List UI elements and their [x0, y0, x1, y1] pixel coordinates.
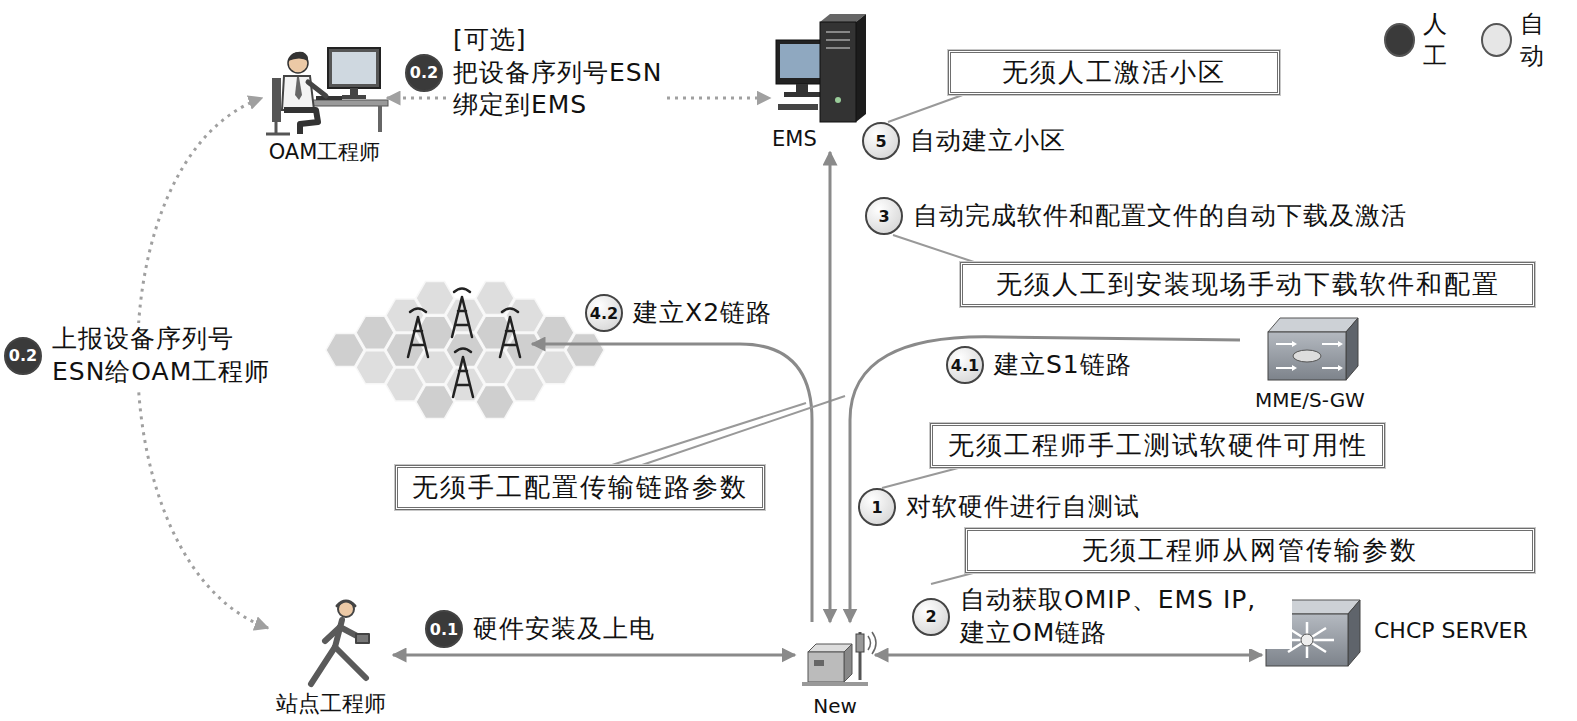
- step-marker: 4.1 建立S1链路: [946, 346, 1134, 384]
- step-text: 建立X2链路: [631, 297, 774, 330]
- step-circle: 2: [912, 598, 950, 636]
- callout-number: 5: [875, 132, 886, 151]
- site-engineer-icon: [311, 601, 369, 684]
- leader-line: [612, 403, 806, 465]
- legend-text: 自动: [1520, 8, 1563, 72]
- step-circle: 3: [865, 197, 903, 235]
- step-marker: 1 对软硬件进行自测试: [858, 488, 1142, 526]
- step-text: 对软硬件进行自测试: [904, 491, 1142, 524]
- step-marker: 0.1 硬件安装及上电: [425, 610, 657, 648]
- step-circle: 0.2: [4, 337, 42, 375]
- icon-label: MME/S-GW: [1240, 388, 1380, 412]
- new-enodeb-icon: [802, 632, 876, 686]
- link-connector: [393, 654, 795, 657]
- cell-towers: [408, 289, 520, 398]
- icon-label: EMS: [772, 127, 817, 152]
- step-marker: 3 自动完成软件和配置文件的自动下载及激活: [865, 197, 1409, 235]
- callout-box: 无须人工激活小区: [948, 50, 1280, 95]
- step-marker: 0.2 [可选]把设备序列号ESN 绑定到EMS: [405, 24, 664, 122]
- legend-entry: 人工: [1384, 8, 1467, 72]
- link-connector: [875, 654, 1262, 657]
- step-circle: 4.1: [946, 346, 984, 384]
- oam-engineer: OAM工程师: [262, 40, 387, 165]
- new-enodeb: New: [795, 622, 875, 718]
- callout-text: 无须工程师手工测试软硬件可用性: [948, 430, 1368, 460]
- oam-engineer-icon: [266, 48, 388, 134]
- callout-number: 4.1: [951, 356, 979, 375]
- ems-server: EMS: [770, 15, 865, 152]
- callout-number: 0.2: [9, 346, 37, 365]
- callout-number: 4.2: [590, 304, 618, 323]
- callout-text: 无须人工到安装现场手动下载软件和配置: [996, 269, 1500, 299]
- mme-sgw: MME/S-GW: [1240, 312, 1380, 412]
- chcp-server: CHCP SERVER: [1262, 590, 1562, 670]
- callout-number: 0.2: [410, 63, 438, 82]
- callout-number: 3: [878, 207, 889, 226]
- legend-swatch: [1384, 23, 1415, 57]
- legend-entry: 自动: [1481, 8, 1564, 72]
- step-marker: 5 自动建立小区: [862, 122, 1068, 160]
- legend: 人工自动: [1384, 8, 1577, 72]
- link-connector: [829, 152, 832, 622]
- leader-line: [893, 235, 974, 262]
- callout-text: 无须人工激活小区: [1002, 57, 1226, 87]
- icon-label: New: [795, 694, 875, 718]
- callout-number: 0.1: [430, 620, 458, 639]
- step-circle: 1: [858, 488, 896, 526]
- callout-box: 无须工程师手工测试软硬件可用性: [930, 423, 1385, 468]
- step-text: 自动完成软件和配置文件的自动下载及激活: [911, 200, 1409, 233]
- legend-swatch: [1481, 23, 1512, 57]
- callout-box: 无须手工配置传输链路参数: [395, 465, 765, 510]
- leader-line: [888, 95, 964, 123]
- callout-number: 2: [925, 607, 936, 626]
- leader-line: [882, 468, 960, 489]
- callout-text: 无须手工配置传输链路参数: [412, 472, 748, 502]
- step-circle: 4.2: [585, 294, 623, 332]
- step-text: 硬件安装及上电: [471, 613, 657, 646]
- leader-line: [642, 396, 845, 465]
- step-circle: 0.2: [405, 54, 443, 92]
- leader-line: [931, 573, 975, 585]
- site-engineer: 站点工程师: [268, 595, 393, 717]
- callout-number: 1: [871, 498, 882, 517]
- step-text: [可选]把设备序列号ESN 绑定到EMS: [451, 24, 664, 122]
- step-circle: 5: [862, 122, 900, 160]
- step-text: 自动获取OMIP、EMS IP, 建立OM链路: [958, 584, 1292, 649]
- callout-box: 无须人工到安装现场手动下载软件和配置: [960, 262, 1535, 307]
- ems-server-icon: [776, 14, 866, 122]
- icon-label: OAM工程师: [262, 140, 387, 165]
- step-text: 建立S1链路: [992, 349, 1134, 382]
- callout-box: 无须工程师从网管传输参数: [965, 528, 1535, 573]
- step-text: 上报设备序列号 ESN给OAM工程师: [50, 323, 272, 388]
- step-text: 自动建立小区: [908, 125, 1068, 158]
- step-marker: 0.2 上报设备序列号 ESN给OAM工程师: [4, 323, 272, 388]
- link-connector: [850, 337, 1240, 622]
- mme-sgw-icon: [1268, 318, 1358, 380]
- callout-text: 无须工程师从网管传输参数: [1082, 535, 1418, 565]
- step-marker: 4.2 建立X2链路: [585, 294, 774, 332]
- legend-text: 人工: [1423, 8, 1466, 72]
- icon-label: CHCP SERVER: [1374, 618, 1528, 644]
- icon-label: 站点工程师: [268, 691, 393, 717]
- cell-hexagons: [326, 282, 604, 419]
- step-marker: 2 自动获取OMIP、EMS IP, 建立OM链路: [912, 584, 1292, 649]
- step-circle: 0.1: [425, 610, 463, 648]
